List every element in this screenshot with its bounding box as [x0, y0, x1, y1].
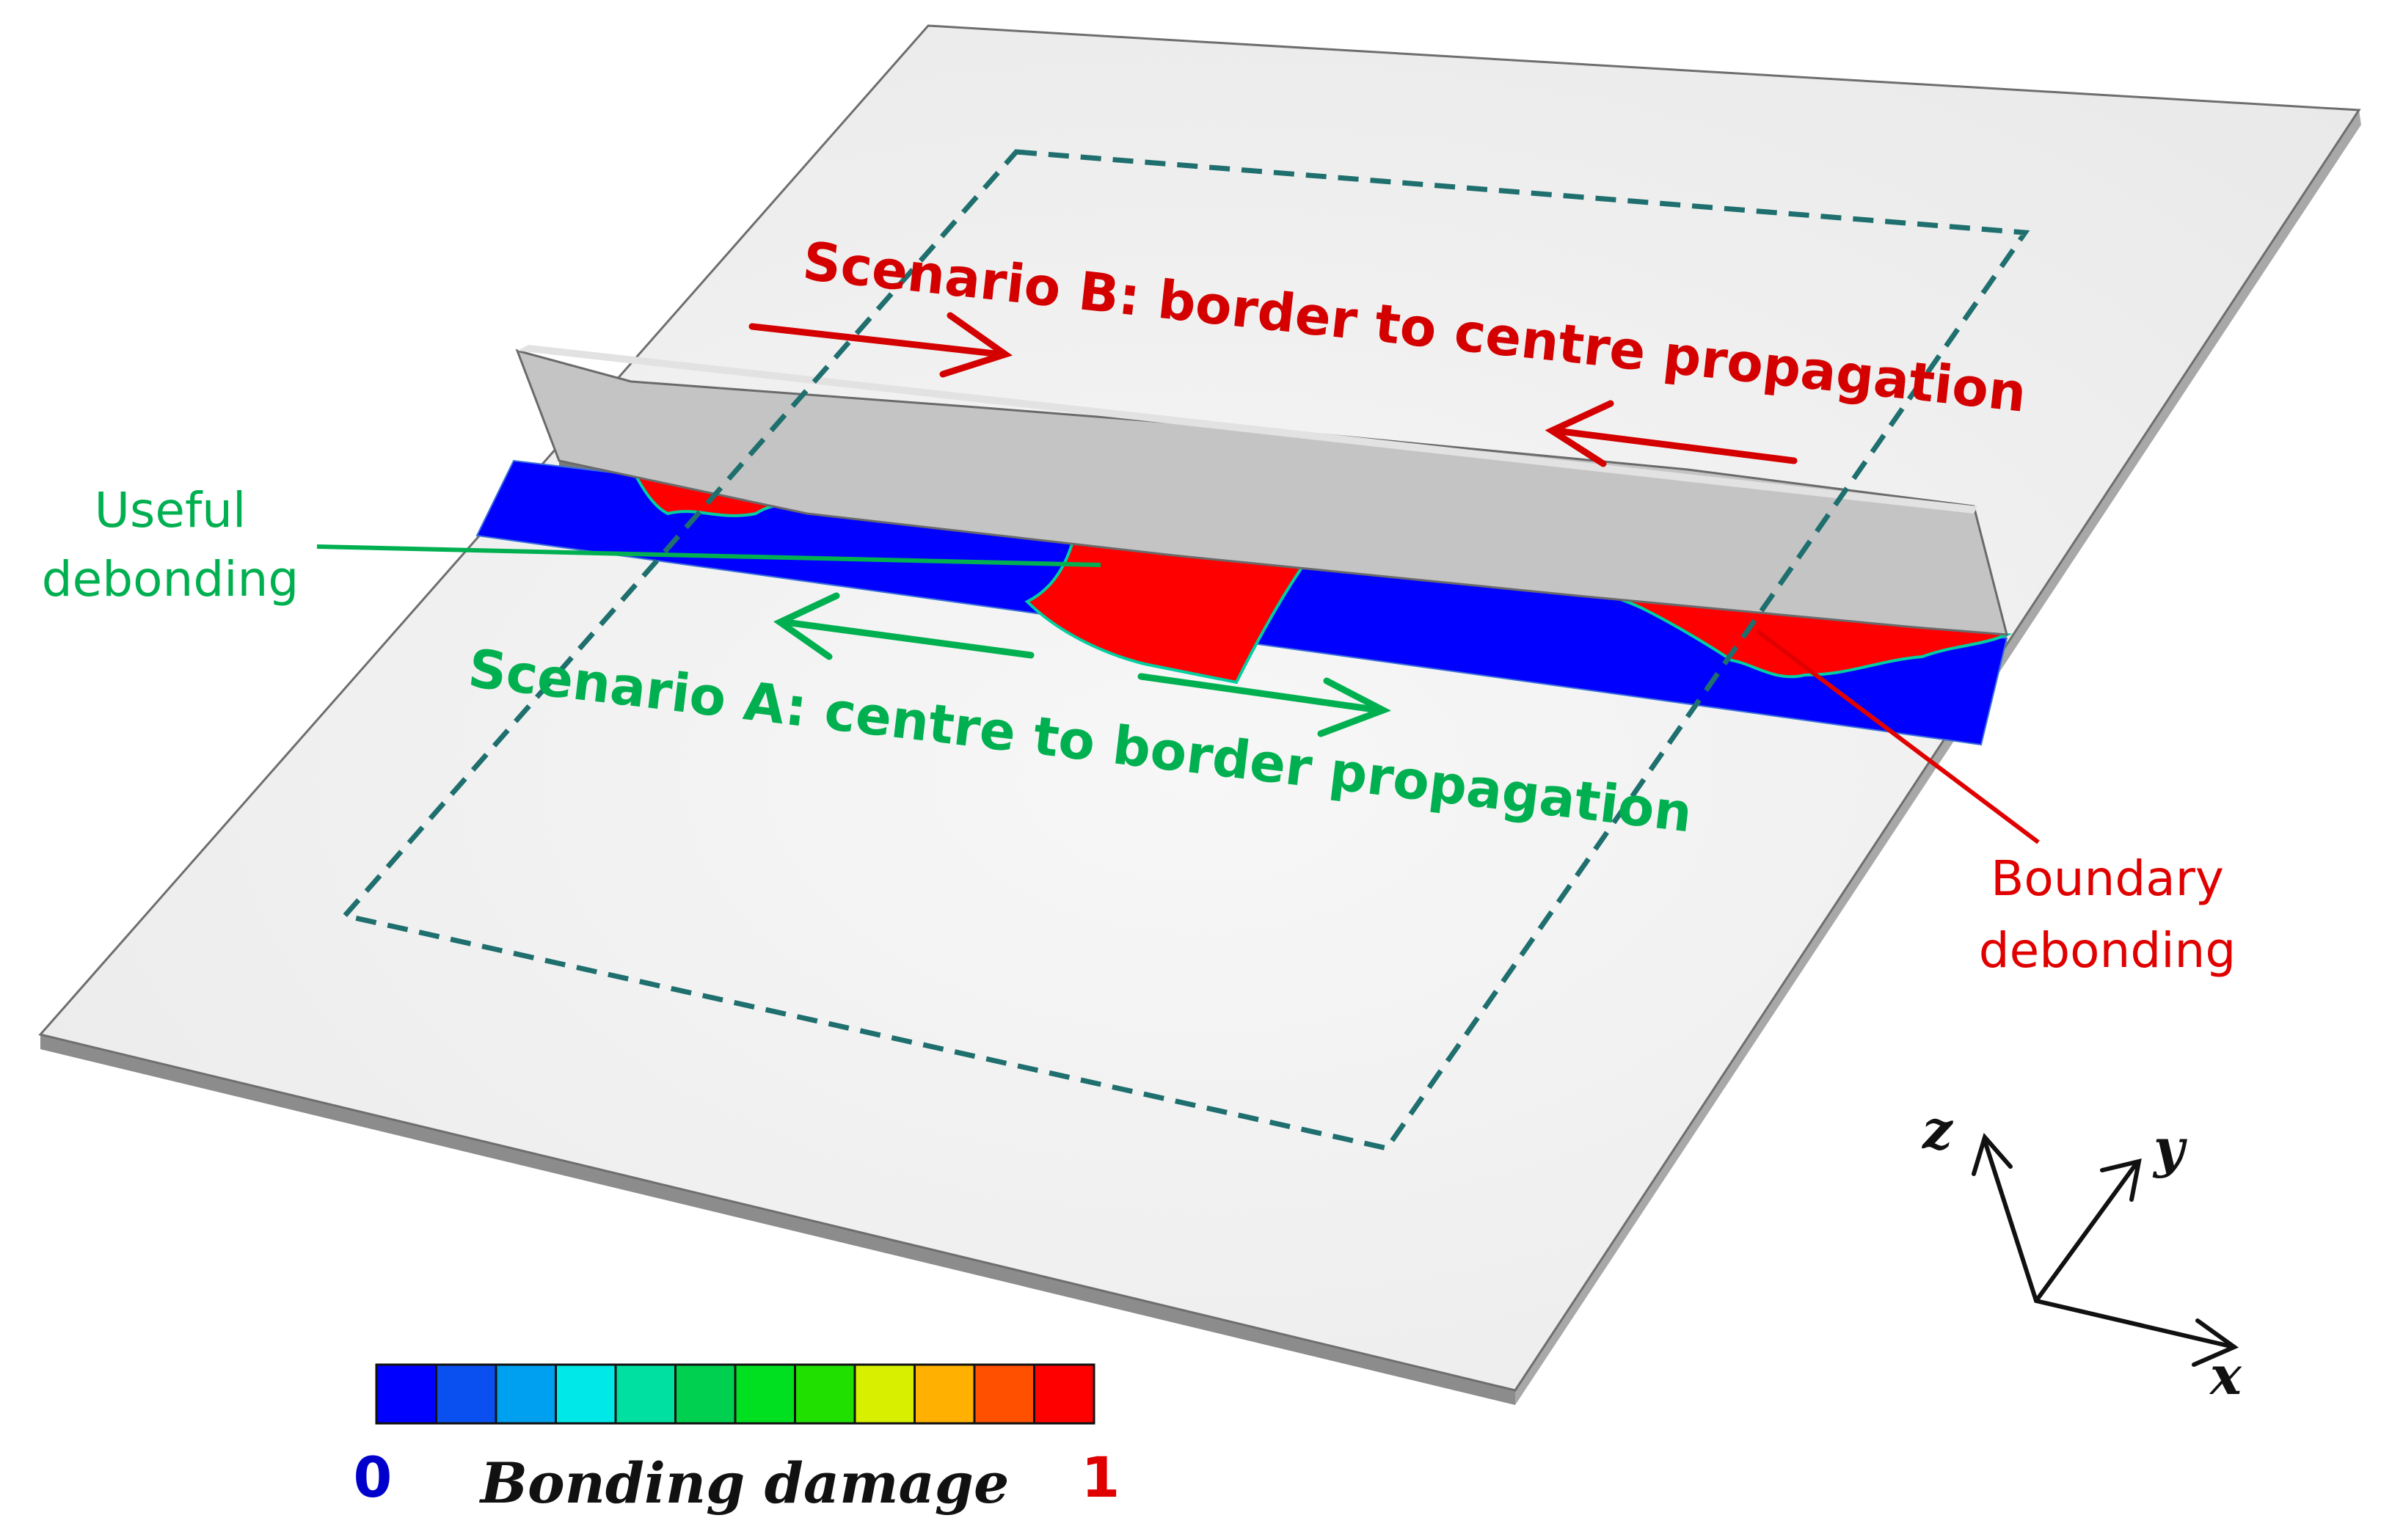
arrow-left-b: [1552, 427, 1798, 464]
x-axis-label: x: [2209, 1344, 2242, 1406]
colorbar-cell: [375, 1363, 437, 1425]
colorbar-cell: [914, 1363, 976, 1425]
z-axis: [1983, 1139, 2038, 1303]
z-axis-label: z: [1921, 1098, 1954, 1161]
colorbar-cell: [495, 1363, 557, 1425]
colorbar-max-label: 1: [1082, 1445, 1120, 1510]
colorbar-cell: [614, 1363, 677, 1425]
colorbar-cell: [674, 1363, 737, 1425]
useful-label-line2: debonding: [42, 551, 299, 607]
axes-triad: [1972, 1132, 2239, 1367]
arrow-left-b-head: [1545, 400, 1614, 467]
colorbar-min-label: 0: [354, 1445, 393, 1510]
colorbar-cell: [794, 1363, 856, 1425]
y-axis-label: y: [2152, 1117, 2187, 1179]
arrow-right-a: [1137, 673, 1383, 714]
colorbar-title: Bonding damage: [479, 1450, 1010, 1516]
scenario-a-arrows: [773, 592, 1392, 737]
y-axis: [2034, 1163, 2137, 1303]
x-axis: [2034, 1299, 2233, 1349]
colorbar-cell: [435, 1363, 497, 1425]
plate-edge-right: [1515, 110, 2361, 1405]
boundary-leader-line: [1756, 629, 2040, 844]
arrow-left-a: [781, 618, 1035, 659]
useful-label-line1: Useful: [95, 482, 247, 539]
scenario-b-arrows: [748, 312, 1798, 467]
plate: [38, 24, 2361, 1392]
arrow-left-a-head: [773, 592, 840, 660]
useful-leader-line: [316, 544, 1101, 567]
y-axis-head: [2100, 1158, 2142, 1202]
boundary-label-line1: Boundary: [1991, 850, 2224, 907]
colorbar-cell: [555, 1363, 617, 1425]
arrow-right-b-head: [939, 312, 1013, 378]
stiffener: [515, 348, 2008, 636]
colorbar-cell: [1033, 1363, 1095, 1425]
colorbar-cell: [853, 1363, 916, 1425]
arrow-right-b: [748, 323, 1005, 358]
colorbar-cell: [734, 1363, 796, 1425]
plate-edge: [40, 1034, 1515, 1405]
colorbar: [375, 1363, 1095, 1425]
dashed-region: [340, 149, 2030, 1151]
x-axis-head: [2192, 1318, 2239, 1367]
colorbar-cell: [973, 1363, 1035, 1425]
arrow-right-a-head: [1317, 677, 1392, 737]
stiffener-top-edge: [517, 345, 1977, 514]
z-axis-head: [1972, 1132, 2013, 1176]
boundary-label-line2: debonding: [1979, 922, 2236, 979]
